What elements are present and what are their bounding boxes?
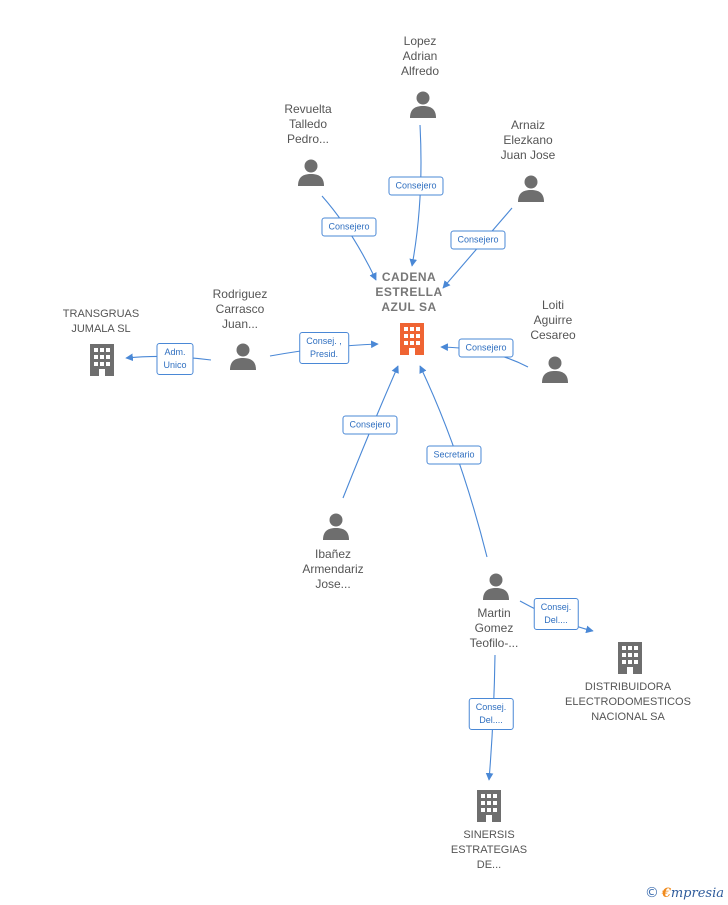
person-arnaiz-icon[interactable] — [518, 175, 544, 203]
company-distribuidora-label[interactable]: DISTRIBUIDORA ELECTRODOMESTICOS NACIONAL… — [565, 681, 691, 723]
edge-label-transgruas[interactable]: Adm. Unico — [156, 343, 194, 375]
company-sinersis-building-icon[interactable] — [477, 790, 501, 822]
company-sinersis-label[interactable]: SINERSIS ESTRATEGIAS DE... — [450, 829, 528, 871]
person-ibanez-label[interactable]: Ibañez Armendariz Jose... — [302, 547, 364, 591]
edge-revuelta — [321, 195, 377, 281]
person-loiti-icon[interactable] — [542, 356, 568, 384]
edge-label-revuelta[interactable]: Consejero — [321, 217, 377, 237]
person-lopez-icon[interactable] — [410, 91, 436, 119]
person-revuelta-icon[interactable] — [298, 159, 324, 187]
person-rodriguez-label[interactable]: Rodriguez Carrasco Juan... — [212, 287, 268, 331]
person-lopez-label[interactable]: Lopez Adrian Alfredo — [400, 34, 440, 78]
center-company-label[interactable]: CADENA ESTRELLA AZUL SA — [375, 270, 443, 314]
company-distribuidora-building-icon[interactable] — [618, 642, 642, 674]
edge-label-sinersis[interactable]: Consej. Del.... — [468, 698, 514, 730]
brand-logo-initial: € — [661, 886, 671, 901]
company-transgruas-building-icon[interactable] — [90, 344, 114, 376]
edge-label-lopez[interactable]: Consejero — [388, 176, 444, 196]
person-ibanez-icon[interactable] — [323, 513, 349, 541]
person-loiti-label[interactable]: Loiti Aguirre Cesareo — [530, 298, 576, 342]
center-company-building-icon[interactable] — [400, 323, 424, 355]
edge-label-ibanez[interactable]: Consejero — [342, 415, 398, 435]
edge-lopez — [409, 124, 422, 267]
brand-logo-name: mpresia — [670, 886, 724, 901]
company-transgruas-label[interactable]: TRANSGRUAS JUMALA SL — [62, 308, 140, 335]
edge-label-loiti[interactable]: Consejero — [458, 338, 514, 358]
edge-label-rodriguez[interactable]: Consej. , Presid. — [299, 332, 349, 364]
person-revuelta-label[interactable]: Revuelta Talledo Pedro... — [284, 102, 332, 146]
edge-label-arnaiz[interactable]: Consejero — [450, 230, 506, 250]
person-martin-label[interactable]: Martin Gomez Teofilo-... — [469, 606, 519, 650]
person-arnaiz-label[interactable]: Arnaiz Elezkano Juan Jose — [500, 118, 556, 162]
person-rodriguez-icon[interactable] — [230, 343, 256, 371]
copyright-symbol: © — [644, 885, 659, 901]
person-martin-icon[interactable] — [483, 573, 509, 601]
edge-label-distribuidora[interactable]: Consej. Del.... — [533, 598, 579, 630]
edge-label-martin[interactable]: Secretario — [426, 445, 482, 465]
brand-footer: ©€mpresia — [645, 885, 724, 901]
